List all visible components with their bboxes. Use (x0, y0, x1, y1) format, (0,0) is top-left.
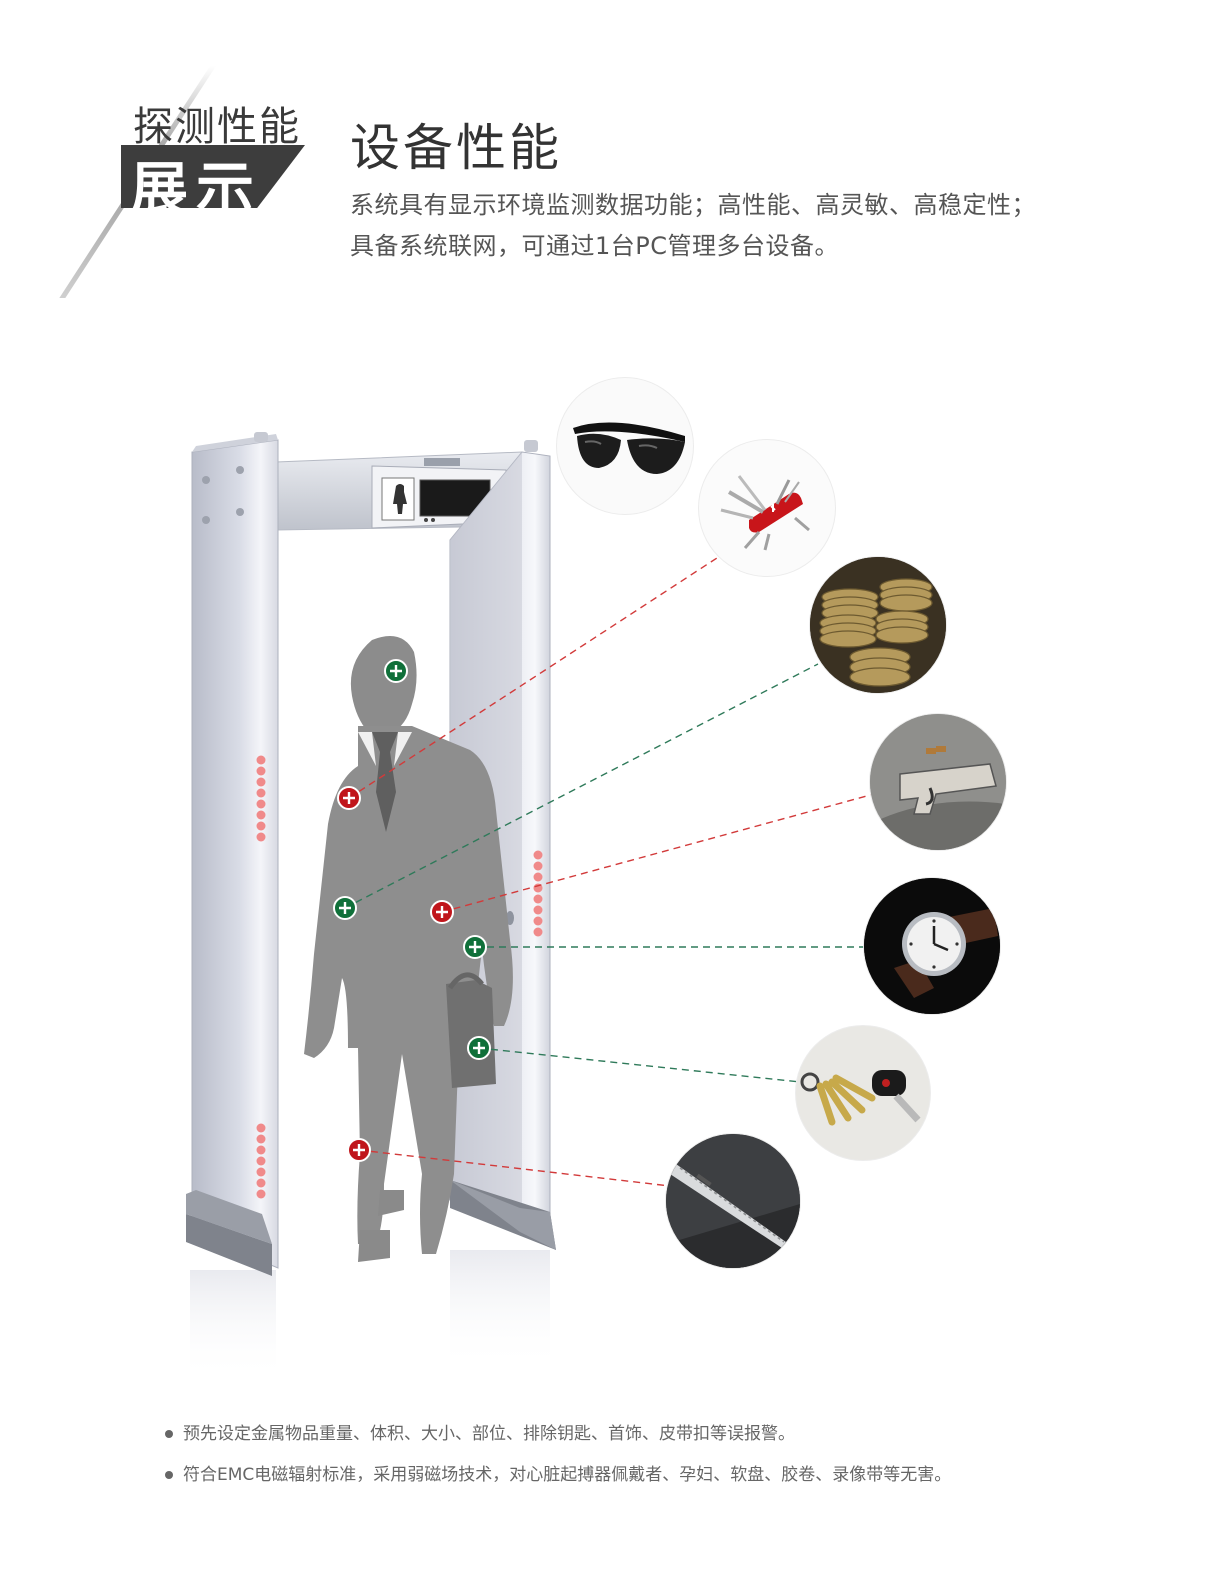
marker-green-pocket (333, 896, 357, 920)
header-kicker: 探测性能 (133, 104, 301, 150)
keys-icon (796, 1026, 930, 1160)
gate-left-base (186, 1214, 272, 1276)
marker-green-wrist (463, 935, 487, 959)
marker-red-chest (337, 786, 361, 810)
bullet-dot-icon (165, 1430, 173, 1438)
bullet-dot-icon (165, 1471, 173, 1479)
description-line-1: 系统具有显示环境监测数据功能；高性能、高灵敏、高稳定性； (350, 191, 1036, 219)
description-line-2: 具备系统联网，可通过1台PC管理多台设备。 (350, 232, 839, 260)
connector-coins (344, 663, 819, 909)
panel-person-icon (393, 484, 407, 514)
header-badge-text: 展示 (130, 155, 263, 223)
swiss-army-knife-icon (699, 440, 835, 576)
pistol-icon (870, 714, 1006, 850)
feature-list: 预先设定金属物品重量、体积、大小、部位、排除钥匙、首饰、皮带扣等误报警。 符合E… (165, 1422, 951, 1504)
wristwatch-icon (864, 878, 1000, 1014)
page-title: 设备性能 (350, 119, 562, 177)
marker-red-leg (347, 1138, 371, 1162)
connector-blade (358, 1149, 671, 1187)
marker-green-bag (467, 1036, 491, 1060)
left-pillar-leds-upper (256, 755, 266, 842)
left-pillar-leds-lower (256, 1123, 266, 1199)
reflection-left (190, 1270, 276, 1380)
coins-icon (810, 557, 946, 693)
connector-pistol (441, 793, 875, 913)
feature-item-1: 预先设定金属物品重量、体积、大小、部位、排除钥匙、首饰、皮带扣等误报警。 (165, 1422, 951, 1452)
gate-left-pillar (191, 439, 279, 1269)
sunglasses-icon (557, 378, 693, 514)
feature-text-1: 预先设定金属物品重量、体积、大小、部位、排除钥匙、首饰、皮带扣等误报警。 (183, 1424, 795, 1444)
feature-item-2: 符合EMC电磁辐射标准，采用弱磁场技术，对心脏起搏器佩戴者、孕妇、软盘、胶卷、录… (165, 1463, 951, 1493)
marker-red-waist (430, 900, 454, 924)
connector-keys (478, 1047, 801, 1083)
connector-swiss-knife (348, 555, 721, 799)
marker-green-head (384, 659, 408, 683)
blade-icon (666, 1134, 800, 1268)
feature-text-2: 符合EMC电磁辐射标准，采用弱磁场技术，对心脏起搏器佩戴者、孕妇、软盘、胶卷、录… (183, 1465, 952, 1485)
reflection-right (450, 1250, 550, 1370)
